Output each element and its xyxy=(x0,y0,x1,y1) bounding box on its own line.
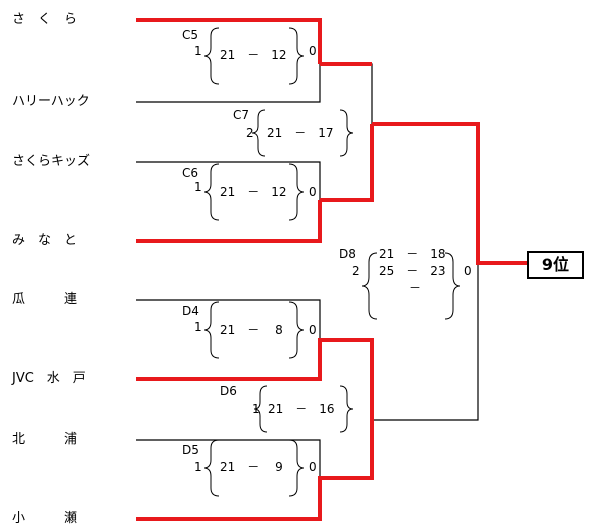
match-d8-left-sets: 2 xyxy=(352,264,360,278)
match-d5-right-sets: 0 xyxy=(309,460,317,474)
line-c6-win xyxy=(320,124,374,202)
match-d5-score: 21 － 9 xyxy=(220,460,283,474)
match-c5-left-sets: 1 xyxy=(194,44,202,58)
team-name: 小 瀬 xyxy=(12,511,78,526)
brace-d5-left xyxy=(203,439,220,497)
line-sakura-kids xyxy=(136,161,321,200)
brace-d4-left xyxy=(203,301,220,359)
team-name: さくらキッズ xyxy=(12,154,91,169)
brace-d8-right xyxy=(444,252,461,320)
line-c7-upper xyxy=(320,63,373,124)
brace-c6-left xyxy=(203,163,220,221)
brace-c5-right xyxy=(288,27,305,85)
line-jvc xyxy=(136,338,374,420)
match-d5-left-sets: 1 xyxy=(194,460,202,474)
team-name: 北 浦 xyxy=(12,432,78,447)
line-sakura xyxy=(136,18,322,64)
brace-d6-left xyxy=(253,385,268,433)
result-rank-box: 9位 xyxy=(527,251,584,279)
line-kose xyxy=(136,420,374,521)
match-d8-set2: 25 － 23 xyxy=(379,264,446,278)
match-c7-left-sets: 2 xyxy=(246,126,254,140)
match-c6-left-sets: 1 xyxy=(194,180,202,194)
line-minato xyxy=(136,200,322,243)
brace-c6-right xyxy=(288,163,305,221)
brace-c7-left xyxy=(251,109,266,157)
team-name: 瓜 連 xyxy=(12,292,78,307)
bracket-winner-lines xyxy=(136,18,529,521)
team-name: JVC 水 戸 xyxy=(12,371,86,386)
match-c5-score: 21 － 12 xyxy=(220,48,287,62)
team-name: ハリーハック xyxy=(12,94,90,109)
match-d6-score: 21 － 16 xyxy=(268,402,335,416)
line-d8-lower xyxy=(372,263,479,421)
brace-d5-right xyxy=(288,439,305,497)
match-c7-score: 21 － 17 xyxy=(267,126,334,140)
score-braces xyxy=(203,27,461,497)
match-d4-score: 21 － 8 xyxy=(220,323,283,337)
brace-c5-left xyxy=(203,27,220,85)
match-d8-set3: － xyxy=(409,281,422,295)
brace-c7-right xyxy=(339,109,354,157)
line-harryhack xyxy=(136,64,321,103)
match-c6-score: 21 － 12 xyxy=(220,185,287,199)
line-c7-win xyxy=(372,122,529,265)
match-d4-left-sets: 1 xyxy=(194,320,202,334)
match-d8-right-sets: 0 xyxy=(464,264,472,278)
team-name: み な と xyxy=(12,233,78,248)
brace-d8-left xyxy=(361,252,378,320)
match-code-d8: D8 xyxy=(339,247,356,261)
brace-d6-right xyxy=(339,385,354,433)
line-kitaura xyxy=(136,439,321,478)
match-d4-right-sets: 0 xyxy=(309,323,317,337)
match-c5-right-sets: 0 xyxy=(309,44,317,58)
match-c6-right-sets: 0 xyxy=(309,185,317,199)
line-uri xyxy=(136,299,321,340)
match-code-c5: C5 xyxy=(182,28,199,42)
match-code-d4: D4 xyxy=(182,304,199,318)
match-code-d6: D6 xyxy=(220,384,237,398)
brace-d4-right xyxy=(288,301,305,359)
match-code-c6: C6 xyxy=(182,166,199,180)
team-name: さ く ら xyxy=(12,12,78,27)
match-d8-set1: 21 － 18 xyxy=(379,247,446,261)
match-d6-left-sets: 1 xyxy=(252,402,260,416)
match-code-d5: D5 xyxy=(182,443,199,457)
match-code-c7: C7 xyxy=(233,108,250,122)
